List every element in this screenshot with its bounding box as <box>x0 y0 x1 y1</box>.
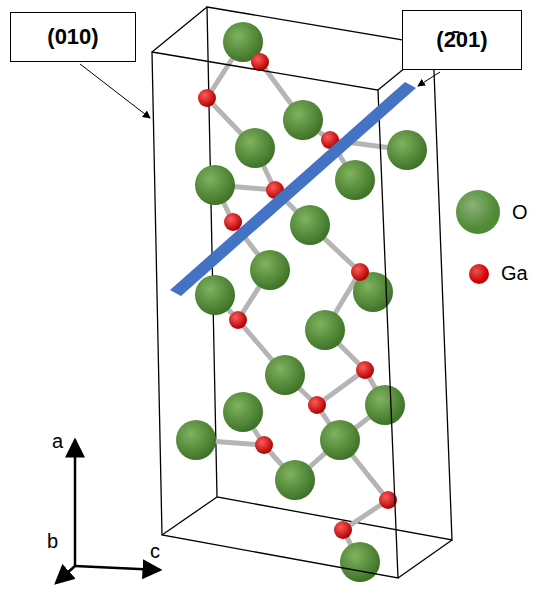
plane-label: (2̄01) <box>436 27 487 53</box>
lattice-plane <box>170 82 416 296</box>
label-box: (2̄01) <box>402 10 522 70</box>
legend-text: O <box>512 201 528 224</box>
legend-swatch <box>456 190 500 234</box>
axis-label: c <box>150 540 160 563</box>
unit-cell-front <box>152 7 452 578</box>
leader-line <box>418 72 440 86</box>
axes <box>56 440 160 583</box>
unit-cell <box>207 7 452 540</box>
leader-line <box>80 64 150 118</box>
legend-item: Ga <box>469 262 528 285</box>
axis-label: a <box>52 430 63 453</box>
label-box: (010) <box>10 12 136 62</box>
legend-item: O <box>456 190 528 234</box>
legend-text: Ga <box>501 262 528 285</box>
axis-label: b <box>47 530 58 553</box>
plane-label: (010) <box>47 24 98 50</box>
legend-swatch <box>469 264 489 284</box>
